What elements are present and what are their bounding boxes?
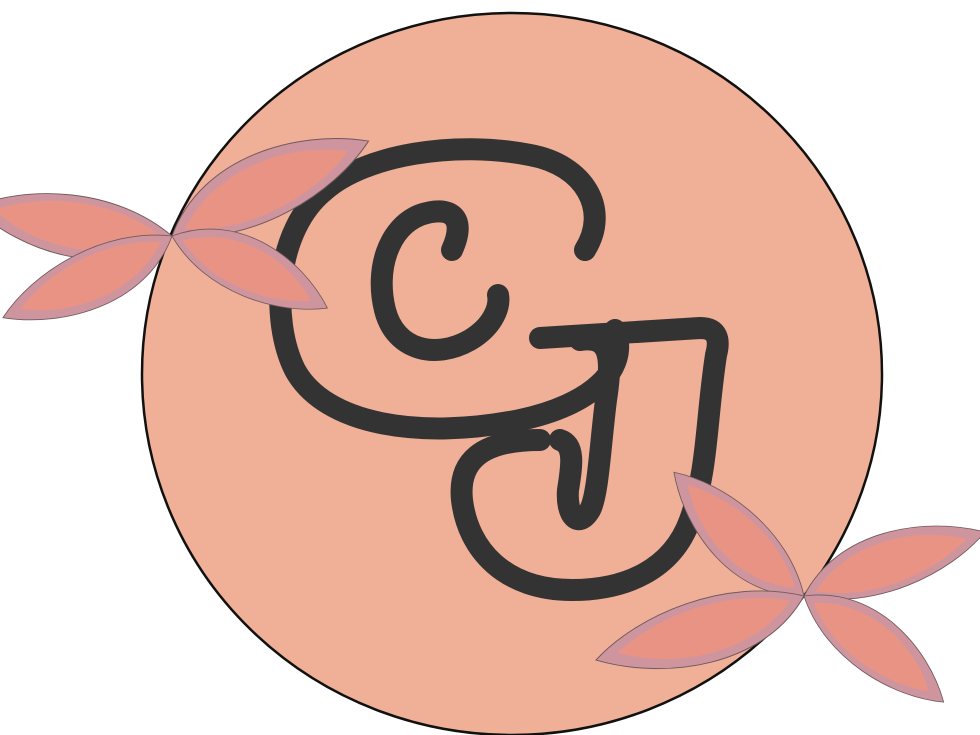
letter-j-inner: [549, 328, 621, 530]
letter-j-outer: [450, 317, 729, 601]
letter-c-inner: [370, 200, 510, 361]
